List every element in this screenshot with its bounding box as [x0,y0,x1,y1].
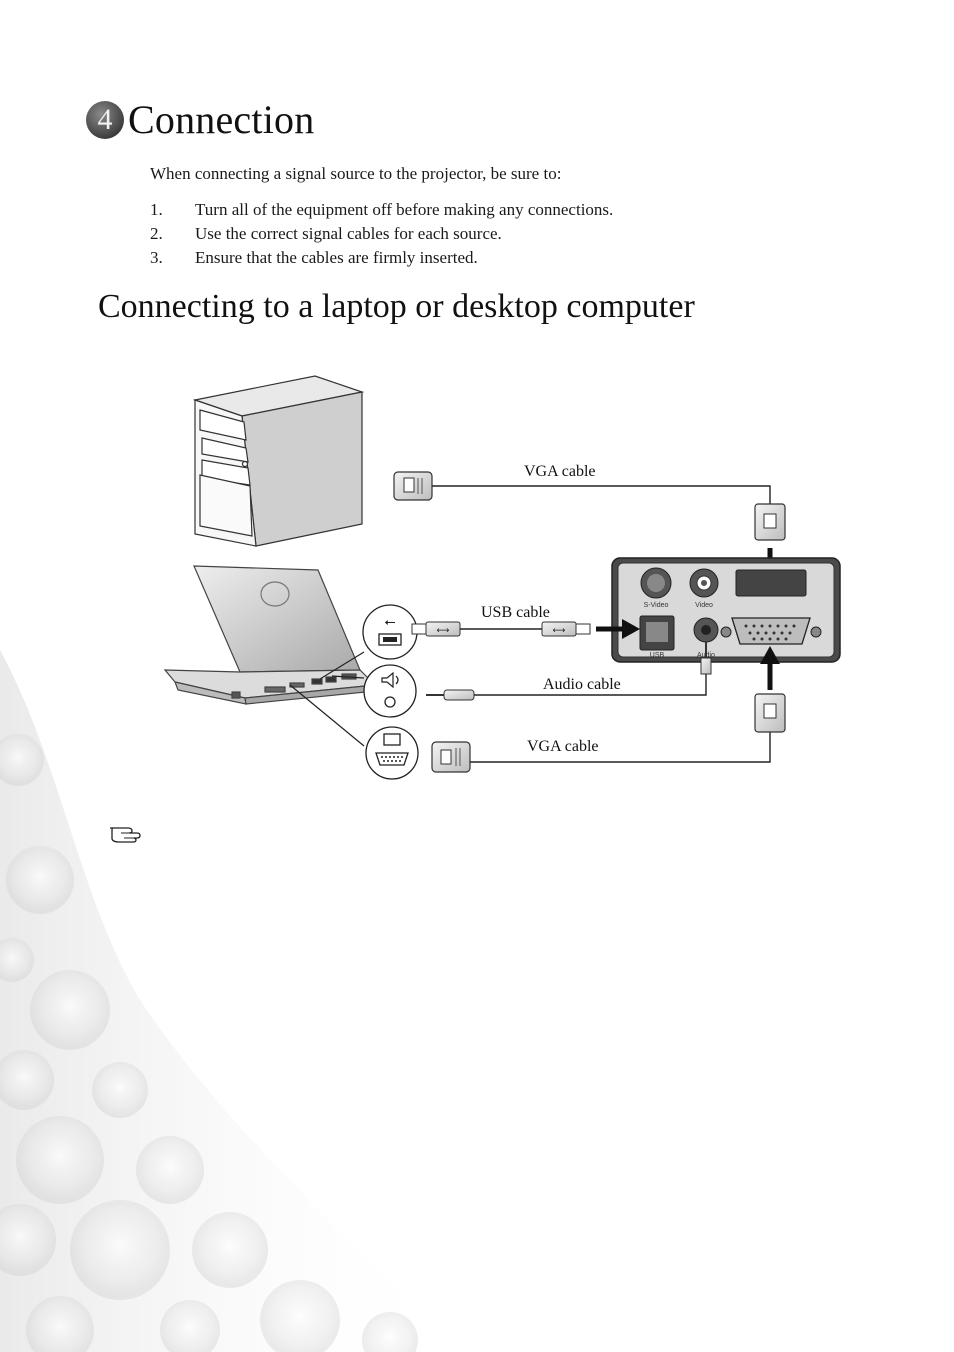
section-title: Connecting to a laptop or desktop comput… [98,288,695,325]
audio-cable-label: Audio cable [543,676,621,693]
vga-cable-top [393,471,786,541]
svg-text:⟷: ⟷ [553,626,566,636]
list-item: 2.Use the correct signal cables for each… [150,224,502,243]
vga-cable-top-label: VGA cable [524,463,596,480]
laptop-computer-icon [163,565,377,705]
list-item: 1.Turn all of the equipment off before m… [150,200,614,219]
svg-text:⭠: ⭠ [384,614,395,630]
vga-port-icon [365,726,419,780]
vga-cable-bottom [431,693,786,773]
arrow-right-icon [596,619,640,639]
svg-text:⟷: ⟷ [437,626,450,636]
projector-panel: S-Video Video USB Audio [611,557,841,663]
chapter-number-badge: 4 [86,100,124,139]
video-label: Video [695,602,713,609]
usb-cable-label: USB cable [481,604,550,621]
audio-cable [426,642,712,701]
vga-cable-bottom-label: VGA cable [527,738,599,755]
usb-port-icon: ⭠ [362,604,418,660]
usb-label: USB [650,652,665,659]
arrow-up-icon [760,646,780,690]
desktop-computer-icon [192,375,365,547]
connection-diagram: ⭠ S-Video [163,375,841,780]
list-item: 3.Ensure that the cables are firmly inse… [150,248,478,267]
chapter-title: Connection [128,97,315,142]
intro-text: When connecting a signal source to the p… [150,164,562,183]
svideo-label: S-Video [644,602,669,609]
usb-cable: ⟷ ⟷ [411,621,591,637]
steps-list: 1.Turn all of the equipment off before m… [150,198,613,270]
note-hand-icon [110,827,141,843]
chapter-heading: 4 Connection [86,96,314,143]
audio-port-icon [363,664,417,718]
